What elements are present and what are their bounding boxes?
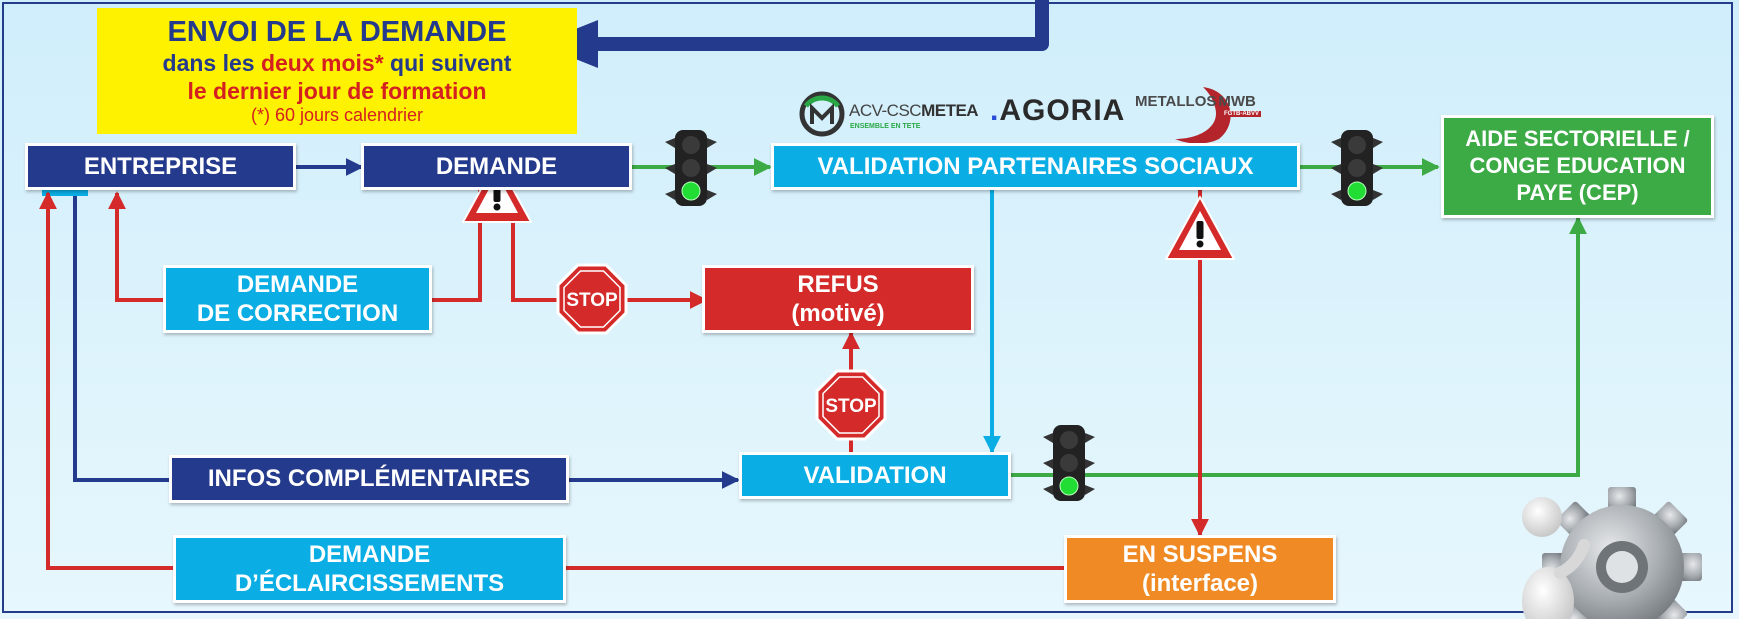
box-validation: VALIDATION [739,452,1011,499]
header-line2-post: qui suivent [383,50,512,76]
stop-sign-label: STOP [825,396,877,417]
acv-name-row: ACV-CSCMETEA [849,101,979,121]
warning-sign-icon [1165,196,1235,260]
box-demande-label: DEMANDE [435,152,558,180]
header-line3: le dernier jour de formation [187,77,487,104]
submission-deadline-header: ENVOI DE LA DEMANDE dans les deux mois* … [97,8,577,134]
traffic-light-icon [1043,425,1095,501]
box-demande-eclaircissements: DEMANDE D’ÉCLAIRCISSEMENTS [173,535,566,603]
box-eclair-line1: DEMANDE [308,540,431,568]
box-refus-line1: REFUS [797,270,879,298]
stop-sign-label: STOP [566,290,618,311]
stop-sign-icon: STOP [556,263,628,335]
metallos-name: METALLOS [1135,93,1217,110]
agoria-name: AGORIA [999,94,1126,127]
header-note: (*) 60 jours calendrier [250,105,424,126]
line-demande-to-correction [432,190,482,302]
box-aide-sectorielle: AIDE SECTORIELLE / CONGE EDUCATION PAYE … [1441,115,1714,218]
box-correction-line2: DE CORRECTION [196,300,399,327]
box-suspens-line2: (interface) [1141,570,1259,597]
arrow-correction-to-entreprise [108,191,163,302]
acv-tagline: ENSEMBLE EN TETE [850,123,921,130]
box-en-suspens: EN SUSPENS (interface) [1064,535,1336,603]
traffic-light-icon [1331,130,1383,206]
box-refus: REFUS (motivé) [702,265,974,333]
arrow-validation-to-aide [1010,216,1587,477]
gear-icon [1522,487,1702,619]
box-eclair-line2: D’ÉCLAIRCISSEMENTS [234,570,505,597]
acv-bold: METEA [921,101,979,120]
mwb-name: MWB [1218,93,1256,110]
acv-csc-metea-logo: ACV-CSCMETEA ENSEMBLE EN TETE [798,90,998,137]
header-title: ENVOI DE LA DEMANDE [167,16,507,49]
box-refus-line2: (motivé) [791,300,885,327]
box-infos-label: INFOS COMPLÉMENTAIRES [207,465,531,493]
box-aide-line2: CONGE EDUCATION [1469,153,1686,179]
metallos-swoosh-icon [1175,87,1231,144]
box-aide-line1: AIDE SECTORIELLE / [1465,126,1690,152]
box-demande-correction: DEMANDE DE CORRECTION [163,265,432,333]
box-suspens-line1: EN SUSPENS [1122,540,1278,568]
metallos-sub: FGTB-ABVV [1222,111,1261,117]
gear-mascot-illustration [1500,483,1710,619]
traffic-light-icon [665,130,717,206]
box-correction-line1: DEMANDE [236,270,359,298]
box-validation-partenaires: VALIDATION PARTENAIRES SOCIAUX [771,143,1300,190]
box-aide-line3: PAYE (CEP) [1516,179,1639,205]
arrow-infos-return [73,190,172,482]
header-line2: dans les deux mois* qui suivent [163,50,512,78]
arrow-eclaircissements-to-entreprise [39,191,175,570]
box-entreprise-label: ENTREPRISE [83,152,238,180]
box-entreprise: ENTREPRISE [25,143,296,190]
box-validation-label: VALIDATION [803,461,947,489]
header-line2-pre: dans les [162,50,261,76]
agoria-logo: .AGORIA [990,94,1125,134]
header-line2-highlight: deux mois* [260,50,384,76]
acv-name: ACV-CSC [849,101,922,120]
stop-sign-icon: STOP [815,369,887,441]
box-infos-complementaires: INFOS COMPLÉMENTAIRES [169,455,569,503]
agoria-dot-icon: . [990,94,1000,127]
return-arrow [538,0,1049,68]
box-validation-partenaires-label: VALIDATION PARTENAIRES SOCIAUX [817,152,1254,180]
acv-circle-icon [799,91,845,137]
box-demande: DEMANDE [361,143,632,190]
arrow-demande-to-refus [511,190,708,309]
entreprise-tab [42,188,88,196]
